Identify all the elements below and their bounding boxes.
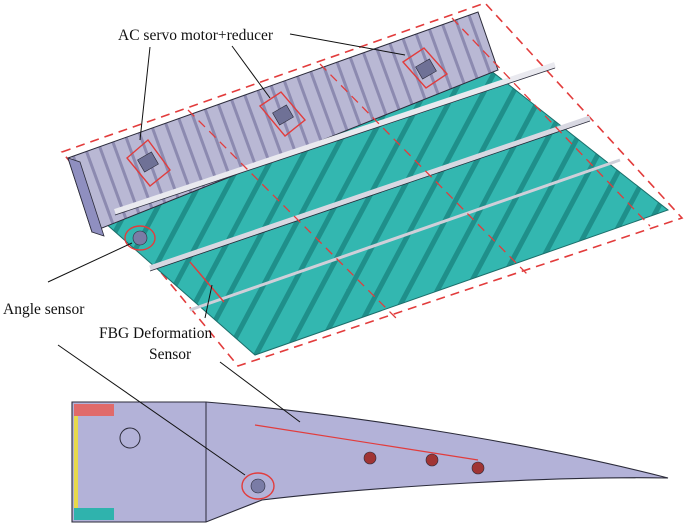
angle-sensor-marker bbox=[124, 225, 156, 251]
leader-lines bbox=[47, 33, 406, 476]
angle-sensor-label: Angle sensor bbox=[3, 301, 85, 318]
section-circle bbox=[119, 427, 141, 449]
spar-1-edge bbox=[114, 67, 556, 216]
fbg-sensor-strip bbox=[189, 261, 225, 303]
flap-cross-section bbox=[71, 401, 669, 523]
servo-motor-bodies bbox=[137, 58, 437, 173]
leading-edge-bottom-teal bbox=[74, 508, 114, 520]
fbg-sensor-label-line1: FBG Deformation bbox=[99, 325, 213, 342]
servo-motor-label: AC servo motor+reducer bbox=[118, 27, 274, 44]
spar-1 bbox=[114, 62, 556, 215]
leading-edge-face bbox=[67, 157, 105, 237]
servo-motor-boxes bbox=[126, 47, 449, 187]
flap-3d-assembly bbox=[60, 2, 684, 367]
leading-edge-top-red bbox=[74, 404, 114, 416]
dashed-boundary bbox=[60, 2, 684, 367]
leading-edge-stripe bbox=[74, 416, 78, 508]
segment-dividers bbox=[187, 17, 651, 323]
angle-sensor-section-marker bbox=[241, 472, 275, 500]
spar-2-edge bbox=[149, 120, 591, 272]
spar-3 bbox=[189, 158, 621, 312]
angle-sensor-body bbox=[132, 230, 148, 246]
angle-sensor-section-body bbox=[250, 478, 266, 494]
fbg-sensor-label-line2: Sensor bbox=[149, 346, 192, 363]
fbg-section-line bbox=[254, 424, 479, 461]
spar-2 bbox=[149, 115, 591, 271]
section-joints bbox=[363, 451, 485, 475]
